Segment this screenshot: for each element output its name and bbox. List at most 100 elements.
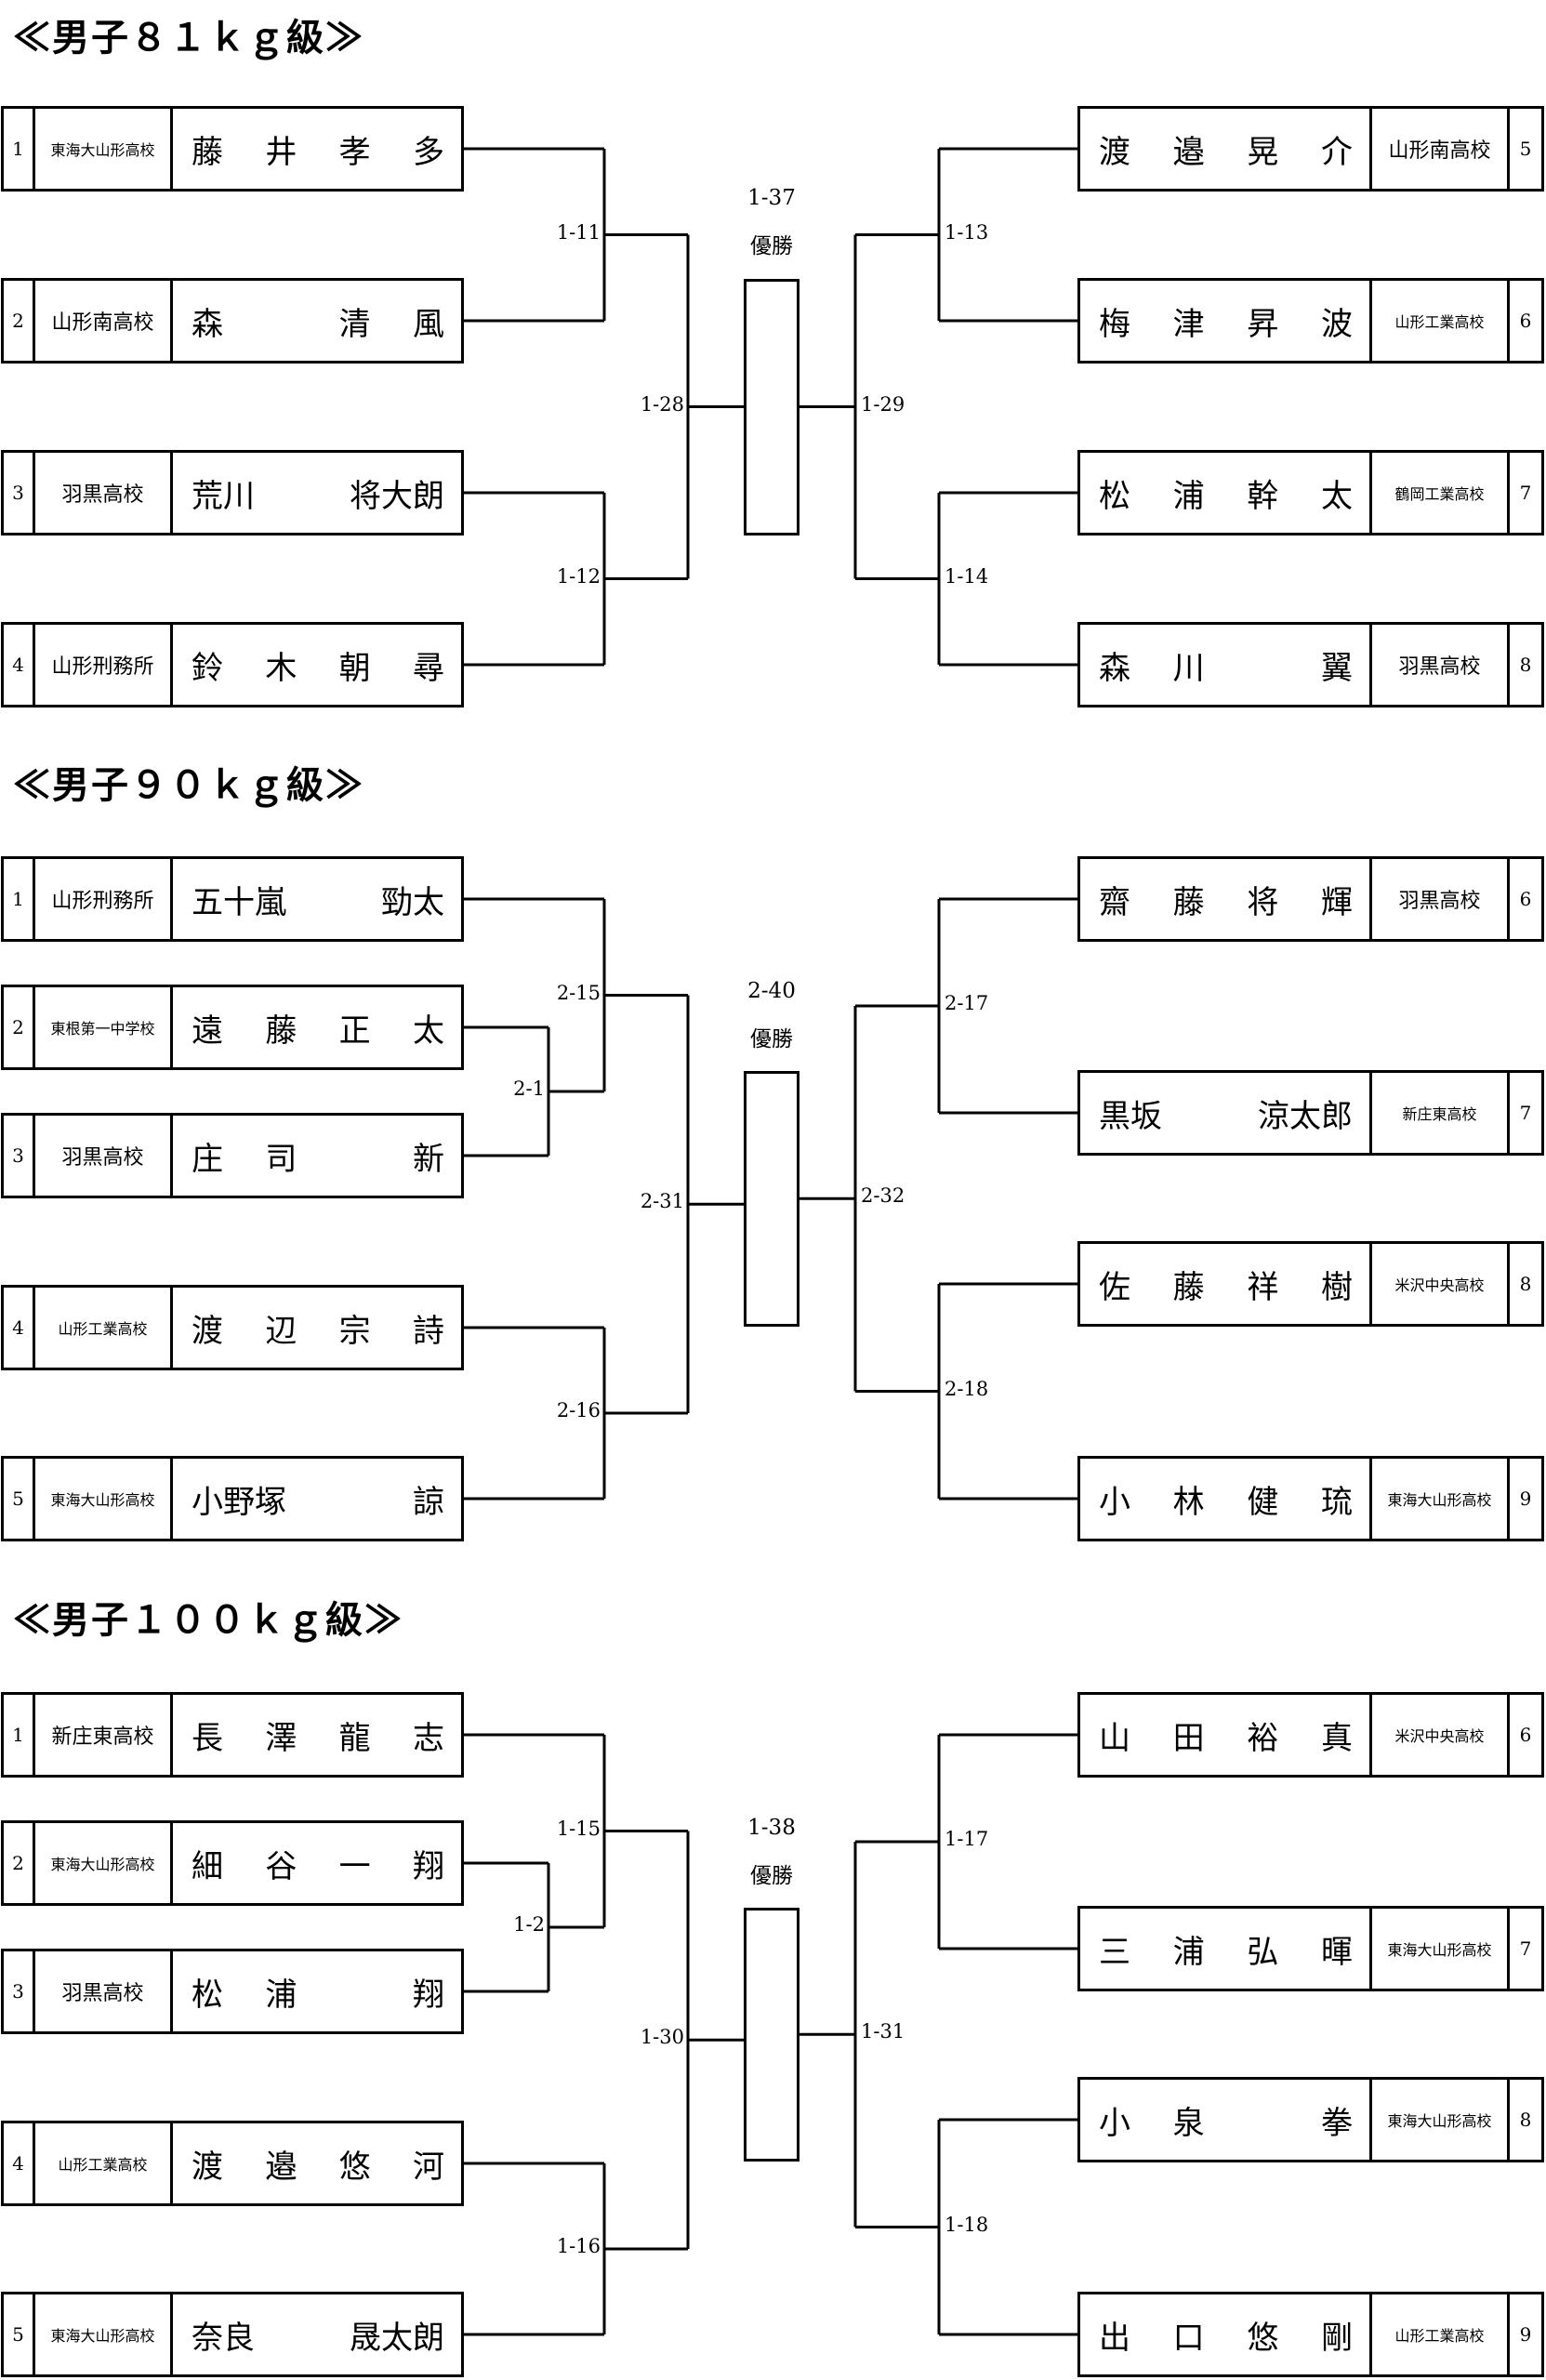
match-number: 1-30 bbox=[640, 2026, 684, 2049]
match-number: 2-32 bbox=[861, 1184, 905, 1208]
championship-label: 優勝 bbox=[750, 1864, 793, 1888]
match-number: 1-14 bbox=[945, 564, 989, 588]
competitor-name: 庄司 新 bbox=[192, 1140, 444, 1178]
match-number: 2-17 bbox=[945, 992, 989, 1014]
school-name: 東海大山形高校 bbox=[1372, 1459, 1510, 1539]
competitor-name: 鈴木朝尋 bbox=[192, 649, 444, 687]
competitor-name: 三浦弘暉 bbox=[1080, 1909, 1372, 1989]
school-name: 山形刑務所 bbox=[35, 625, 173, 705]
final-match-number: 1-38 bbox=[747, 1816, 796, 1840]
competitor-name: 奈良晟太朗 bbox=[192, 2319, 444, 2357]
seed-number: 7 bbox=[1519, 1102, 1532, 1124]
match-number: 1-17 bbox=[945, 1828, 989, 1850]
competitor-name: 渡辺宗詩 bbox=[192, 1312, 444, 1350]
competitor-name: 松浦幹太 bbox=[1080, 453, 1372, 533]
competitor-name: 黒坂涼太郎 bbox=[1080, 1073, 1372, 1153]
seed-number: 6 bbox=[1519, 1724, 1532, 1746]
final-match-number: 1-37 bbox=[747, 186, 796, 210]
seed-number: 1 bbox=[4, 859, 35, 939]
seed-number: 3 bbox=[4, 1951, 35, 2031]
competitor-name: 荒川将大朗 bbox=[192, 477, 444, 515]
championship-label: 優勝 bbox=[750, 234, 793, 258]
seed-number: 5 bbox=[4, 2294, 35, 2374]
final-match-box bbox=[744, 279, 799, 536]
competitor-name: 渡邉悠河 bbox=[192, 2148, 444, 2186]
competitor-name: 森 清風 bbox=[192, 305, 444, 343]
seed-number: 3 bbox=[4, 1116, 35, 1196]
competitor-name: 森川 翼 bbox=[1080, 625, 1372, 705]
school-name: 鶴岡工業高校 bbox=[1372, 453, 1510, 533]
bracket-entry-right: 黒坂涼太郎新庄東高校 7 bbox=[1077, 1070, 1544, 1156]
seed-number: 8 bbox=[1519, 654, 1532, 676]
school-name: 東海大山形高校 bbox=[35, 1459, 173, 1539]
match-number: 1-15 bbox=[556, 1817, 601, 1840]
school-name: 東海大山形高校 bbox=[35, 109, 173, 189]
match-number: 1-28 bbox=[640, 392, 684, 416]
competitor-name: 五十嵐勁太 bbox=[192, 883, 444, 921]
school-name: 山形刑務所 bbox=[35, 859, 173, 939]
seed-number: 5 bbox=[4, 1459, 35, 1539]
school-name: 羽黒高校 bbox=[35, 1951, 173, 2031]
seed-number: 8 bbox=[1519, 2109, 1532, 2131]
weight-class-title: ≪男子８１ｋｇ級≫ bbox=[13, 16, 364, 60]
competitor-name: 小泉 拳 bbox=[1080, 2080, 1372, 2160]
match-number: 1-2 bbox=[513, 1913, 545, 1936]
bracket-entry-right: 三浦弘暉東海大山形高校 7 bbox=[1077, 1906, 1544, 1991]
school-name: 東海大山形高校 bbox=[35, 2294, 173, 2374]
bracket-entry-right: 森川 翼羽黒高校 8 bbox=[1077, 622, 1544, 707]
school-name: 山形南高校 bbox=[35, 281, 173, 361]
competitor-name: 藤井孝多 bbox=[192, 133, 444, 171]
weight-class-title: ≪男子１００ｋｇ級≫ bbox=[13, 1598, 403, 1642]
match-number: 1-11 bbox=[556, 220, 601, 244]
match-number: 2-31 bbox=[640, 1190, 684, 1213]
school-name: 山形工業高校 bbox=[1372, 2294, 1510, 2374]
seed-number: 7 bbox=[1519, 1937, 1532, 1960]
seed-number: 8 bbox=[1519, 1273, 1532, 1295]
school-name: 羽黒高校 bbox=[35, 1116, 173, 1196]
school-name: 東海大山形高校 bbox=[1372, 2080, 1510, 2160]
seed-number: 2 bbox=[4, 281, 35, 361]
match-number: 2-15 bbox=[556, 981, 601, 1004]
match-number: 2-18 bbox=[945, 1377, 989, 1400]
seed-number: 4 bbox=[4, 2123, 35, 2203]
school-name: 羽黒高校 bbox=[1372, 625, 1510, 705]
school-name: 東海大山形高校 bbox=[1372, 1909, 1510, 1989]
seed-number: 4 bbox=[4, 1288, 35, 1368]
final-match-number: 2-40 bbox=[747, 979, 796, 1003]
final-match-box bbox=[744, 1908, 799, 2162]
school-name: 羽黒高校 bbox=[35, 453, 173, 533]
seed-number: 9 bbox=[1519, 1488, 1532, 1510]
seed-number: 6 bbox=[1519, 310, 1532, 332]
seed-number: 9 bbox=[1519, 2323, 1532, 2346]
competitor-name: 齋藤将輝 bbox=[1080, 859, 1372, 939]
seed-number: 1 bbox=[4, 1695, 35, 1775]
competitor-name: 長澤龍志 bbox=[192, 1719, 444, 1757]
school-name: 新庄東高校 bbox=[1372, 1073, 1510, 1153]
match-number: 1-29 bbox=[861, 392, 905, 416]
competitor-name: 渡邉晃介 bbox=[1080, 109, 1372, 189]
school-name: 米沢中央高校 bbox=[1372, 1244, 1510, 1324]
competitor-name: 細谷一翔 bbox=[192, 1847, 444, 1885]
competitor-name: 松浦 翔 bbox=[192, 1976, 444, 2014]
match-number: 1-31 bbox=[861, 2020, 905, 2043]
school-name: 東根第一中学校 bbox=[35, 987, 173, 1067]
championship-label: 優勝 bbox=[750, 1027, 793, 1051]
match-number: 1-12 bbox=[556, 564, 601, 588]
seed-number: 4 bbox=[4, 625, 35, 705]
seed-number: 5 bbox=[1519, 138, 1532, 160]
